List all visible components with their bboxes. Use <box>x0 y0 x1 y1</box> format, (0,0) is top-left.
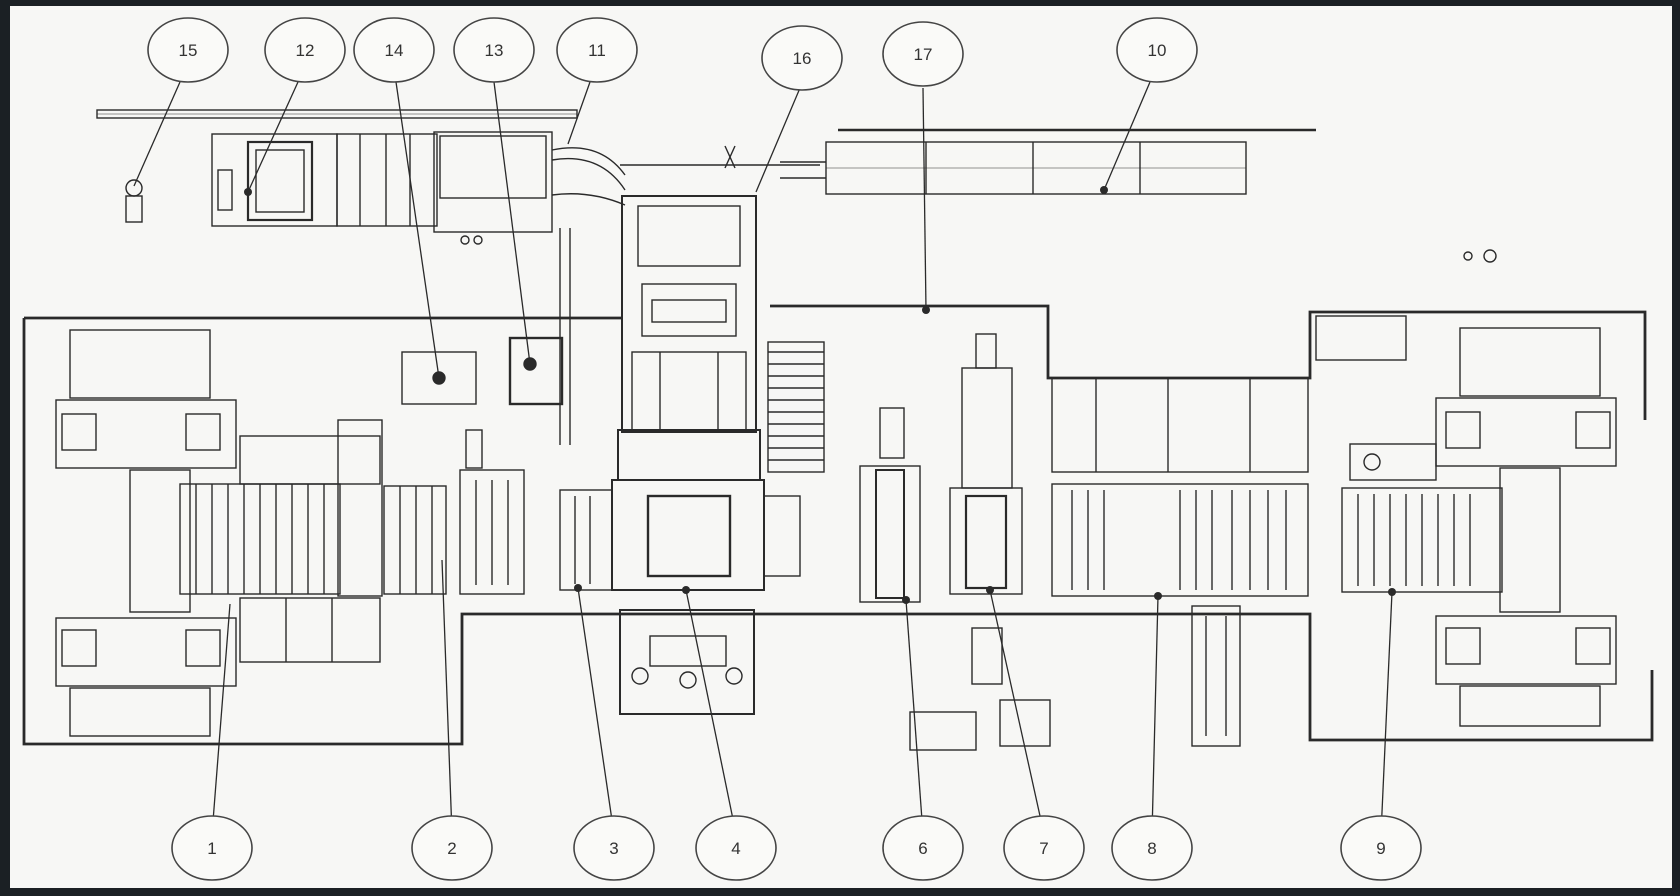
callout-14-label: 14 <box>385 41 404 60</box>
callout-6-label: 6 <box>918 839 927 858</box>
callout-2-label: 2 <box>447 839 456 858</box>
callout-11: 11 <box>556 17 638 83</box>
callout-6: 6 <box>882 815 964 881</box>
hydraulic-unit-11 <box>433 131 626 245</box>
callout-11-label: 11 <box>588 41 606 60</box>
control-cabinet-12 <box>211 133 438 227</box>
station-6 <box>859 407 977 751</box>
callout-7-label: 7 <box>1039 839 1048 858</box>
station-8-transfer <box>1051 377 1309 747</box>
callout-12: 12 <box>264 17 346 83</box>
callout-7: 7 <box>1003 815 1085 881</box>
callout-2: 2 <box>411 815 493 881</box>
callout-17: 17 <box>882 21 964 87</box>
callout-1: 1 <box>171 815 253 881</box>
operator-station-15 <box>125 179 143 223</box>
control-box-13 <box>508 336 564 406</box>
station-2-press <box>239 419 525 663</box>
station-1-loader <box>55 329 341 737</box>
callout-3: 3 <box>573 815 655 881</box>
callout-14: 14 <box>353 17 435 83</box>
callout-16-label: 16 <box>793 49 812 68</box>
callout-12-label: 12 <box>296 41 315 60</box>
leader-lines <box>133 81 1393 835</box>
callout-9: 9 <box>1340 815 1422 881</box>
top-rail <box>96 109 578 119</box>
callout-3-label: 3 <box>609 839 618 858</box>
conveyor-10 <box>780 128 1316 195</box>
callout-10: 10 <box>1116 17 1198 83</box>
callout-17-label: 17 <box>914 45 933 64</box>
callout-8-label: 8 <box>1147 839 1156 858</box>
pipe-run <box>559 164 820 445</box>
drawing-sheet <box>10 6 1672 888</box>
callout-10-label: 10 <box>1148 41 1167 60</box>
platform-stairs <box>767 341 825 473</box>
floor-outline <box>22 304 1654 746</box>
callout-15: 15 <box>147 17 229 83</box>
callout-15-label: 15 <box>179 41 198 60</box>
callout-9-label: 9 <box>1376 839 1385 858</box>
callout-4-label: 4 <box>731 839 740 858</box>
station-7 <box>949 333 1051 747</box>
leader-dots <box>244 186 1396 604</box>
callout-13: 13 <box>453 17 535 83</box>
callout-16: 16 <box>761 25 843 91</box>
callout-4: 4 <box>695 815 777 881</box>
callout-bubbles: 15 12 14 13 11 16 17 10 <box>147 17 1422 881</box>
callout-1-label: 1 <box>207 839 216 858</box>
callout-8: 8 <box>1111 815 1193 881</box>
callout-13-label: 13 <box>485 41 504 60</box>
station-9-unloader <box>1315 249 1617 727</box>
